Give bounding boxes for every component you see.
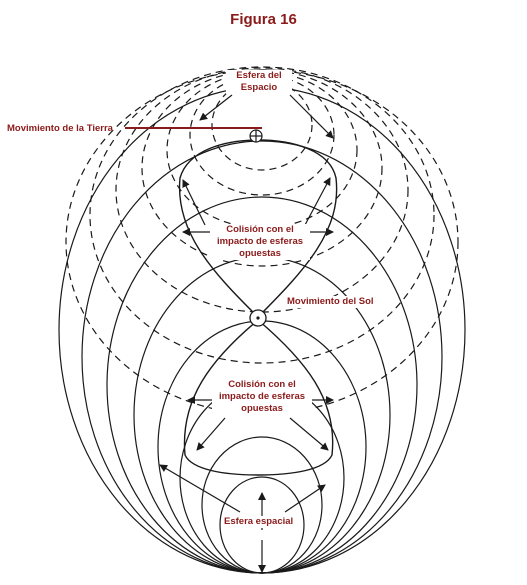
arrow-lower-collision-left-down <box>196 417 226 451</box>
dashed-sphere-5 <box>115 67 409 313</box>
dashed-sphere-4 <box>141 69 383 267</box>
label-collision-lower-line-2: impacto de esferas <box>218 391 306 402</box>
sun-symbol <box>249 309 267 327</box>
label-space-sphere-top: Esfera del Espacio <box>226 70 292 94</box>
label-collision-lower-line-1: Colisión con el <box>228 379 296 390</box>
label-collision-lower: Colisión con el impacto de esferas opues… <box>212 379 312 415</box>
label-collision-upper-line-3: opuestas <box>239 248 281 259</box>
arrow-spatial-left <box>159 464 241 513</box>
label-sun-movement-text: Movimiento del Sol <box>287 296 374 307</box>
earth-symbol <box>249 129 263 143</box>
arrow-upper-collision-right-up <box>304 177 331 226</box>
dashed-sphere-2 <box>189 74 335 196</box>
label-space-sphere-top-line-1: Esfera del <box>236 70 282 81</box>
arrow-spatial-right <box>284 484 326 513</box>
arrow-space-right <box>289 94 334 139</box>
dashed-sphere-1 <box>211 79 313 171</box>
label-sun-movement: Movimiento del Sol <box>286 296 375 308</box>
label-collision-upper: Colisión con el impacto de esferas opues… <box>210 224 310 260</box>
arrow-lower-collision-right-down <box>289 417 329 451</box>
label-space-sphere-bottom-text: Esfera espacial <box>224 516 294 527</box>
dashed-sphere-6 <box>89 66 435 364</box>
arrow-space-left <box>199 94 233 121</box>
label-earth-movement-text: Movimiento de la Tierra <box>7 123 113 134</box>
solid-sphere-4 <box>157 320 367 574</box>
label-earth-movement: Movimiento de la Tierra <box>6 123 114 135</box>
label-space-sphere-top-line-2: Espacio <box>240 82 278 93</box>
figure-title: Figura 16 <box>230 11 297 28</box>
label-collision-upper-line-1: Colisión con el <box>226 224 294 235</box>
label-collision-upper-line-2: impacto de esferas <box>216 236 304 247</box>
label-collision-lower-line-3: opuestas <box>241 403 283 414</box>
label-space-sphere-bottom: Esfera espacial <box>223 516 295 528</box>
arrow-upper-collision-left-up <box>182 179 206 226</box>
